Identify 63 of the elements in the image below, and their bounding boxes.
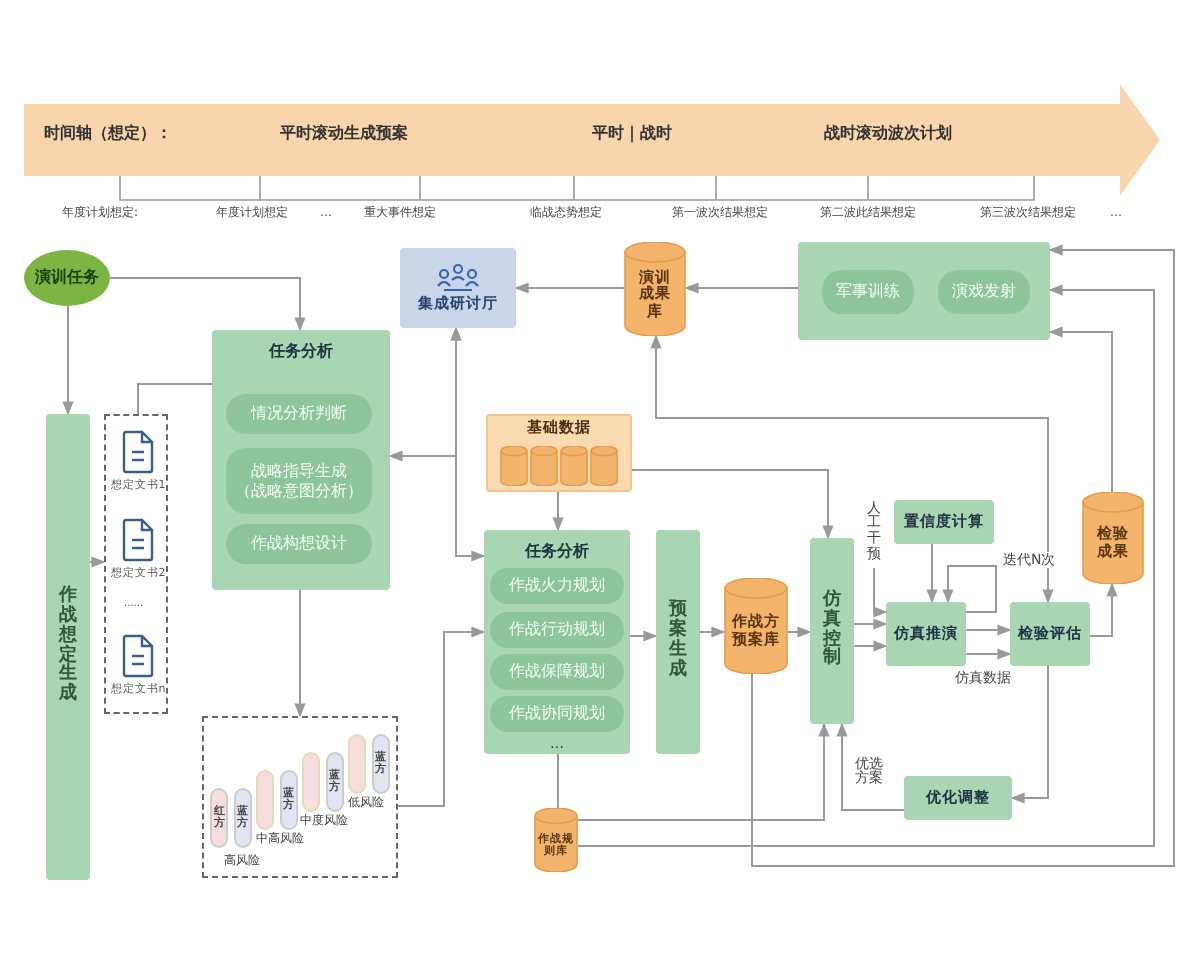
arrow <box>631 469 834 540</box>
arrow <box>965 624 1012 636</box>
dashed-group-box <box>104 414 168 714</box>
timeline-label: 平时｜战时 <box>592 126 672 142</box>
process-bar: 预案生成 <box>656 530 700 754</box>
arrow <box>650 334 1054 604</box>
timeline-label: 战时滚动波次计划 <box>824 126 952 142</box>
task-ellipse: 演训任务 <box>24 250 110 306</box>
arrow <box>552 491 564 532</box>
arrow <box>629 630 658 642</box>
arrow <box>109 277 306 332</box>
process-pill: 作战行动规划 <box>490 612 624 648</box>
process-pill: 作战构想设计 <box>226 524 372 564</box>
arrow <box>684 282 799 294</box>
side-pill <box>302 752 320 812</box>
arrow <box>751 244 1175 867</box>
arrow <box>965 648 1012 660</box>
timeline-label: 平时滚动生成预案 <box>280 126 408 142</box>
connector-line <box>137 383 213 415</box>
process-pill: 作战保障规划 <box>490 654 624 690</box>
arrow <box>89 556 106 568</box>
process-pill: 作战火力规划 <box>490 568 624 604</box>
process-pill: 情况分析判断 <box>226 394 372 434</box>
arrow <box>577 722 830 821</box>
panel-heading: 任务分析 <box>269 342 333 361</box>
panel-heading: 任务分析 <box>525 542 589 561</box>
process-panel <box>484 530 630 754</box>
process-pill: 战略指导生成（战略意图分析） <box>226 448 372 514</box>
arrow <box>926 543 938 604</box>
process-panel <box>212 330 390 590</box>
side-pill <box>348 734 366 794</box>
arrow <box>942 565 997 613</box>
arrow <box>873 567 888 618</box>
arrow <box>1010 665 1049 804</box>
process-pill: 演戏发射 <box>938 270 1030 314</box>
meeting-hall-box <box>400 248 516 328</box>
dashed-group-box <box>202 716 398 878</box>
process-pill: 军事训练 <box>822 270 914 314</box>
arrow <box>397 626 486 807</box>
arrow <box>1048 326 1113 493</box>
arrow <box>1089 582 1118 637</box>
database-cylinder <box>590 446 618 486</box>
process-panel <box>798 242 1050 340</box>
process-bar: 作战想定生成 <box>46 414 90 880</box>
side-pill <box>256 770 274 830</box>
arrow <box>853 640 888 652</box>
database-cylinder <box>500 446 528 486</box>
arrow <box>62 305 74 416</box>
arrow <box>699 626 726 638</box>
arrow <box>787 626 812 638</box>
arrow <box>514 282 625 294</box>
arrow <box>836 722 905 811</box>
data-group-box <box>486 414 632 492</box>
arrow <box>294 589 306 718</box>
timeline-label: 时间轴（想定）： <box>44 126 172 142</box>
arrow <box>853 618 888 630</box>
process-pill: 作战协同规划 <box>490 696 624 732</box>
database-cylinder <box>530 446 558 486</box>
connector-line <box>557 753 559 809</box>
arrow <box>577 284 1155 847</box>
arrow <box>450 326 486 562</box>
process-bar: 仿真控制 <box>810 538 854 724</box>
database-cylinder <box>560 446 588 486</box>
